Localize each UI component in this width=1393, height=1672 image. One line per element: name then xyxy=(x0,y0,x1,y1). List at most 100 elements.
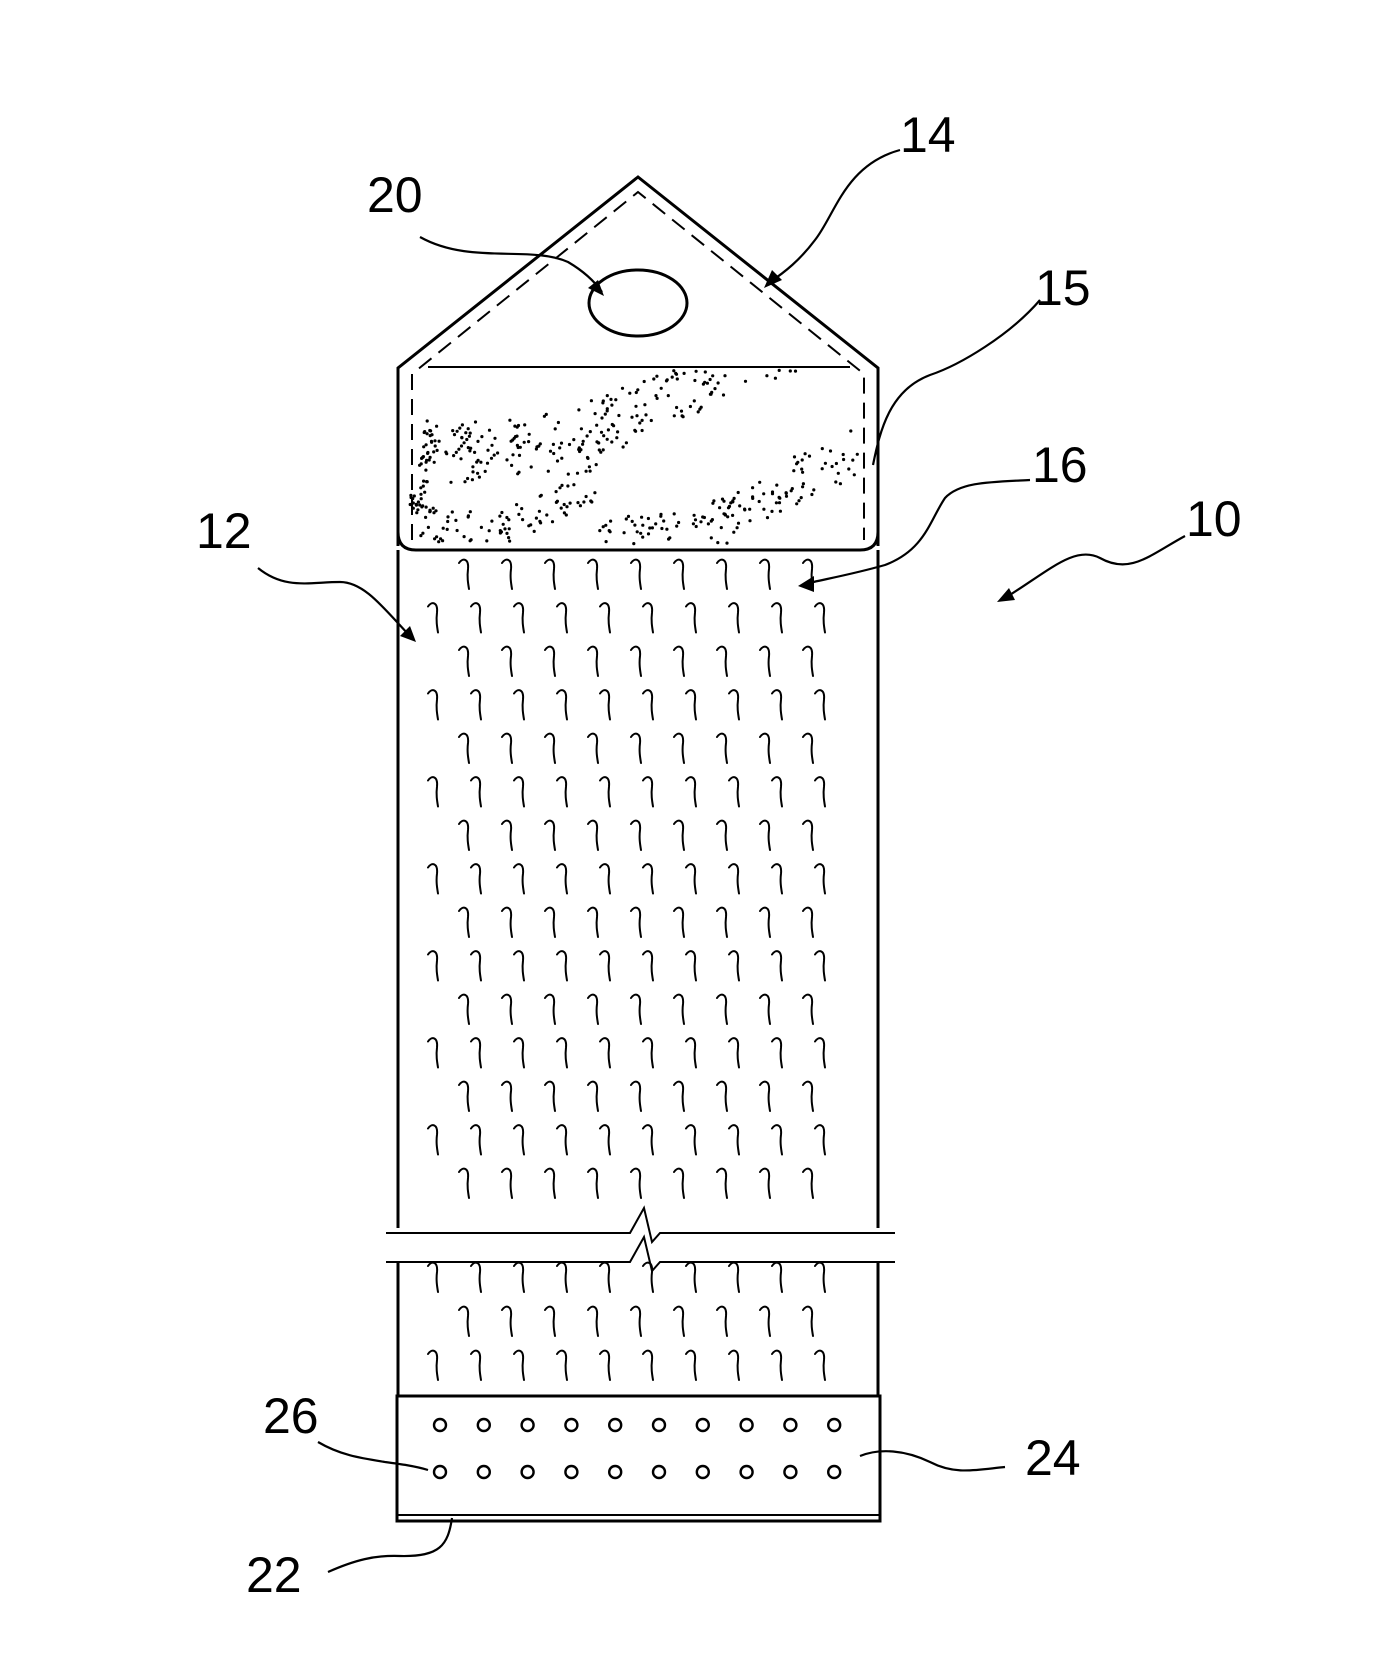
leader-10 xyxy=(1005,536,1185,598)
perforation-hole xyxy=(653,1419,665,1431)
fiber-mark xyxy=(588,908,598,937)
fiber-mark xyxy=(588,821,598,850)
leader-15 xyxy=(873,300,1040,465)
perforation-hole xyxy=(478,1466,490,1478)
perforation-hole xyxy=(609,1466,621,1478)
stipple-dot xyxy=(463,441,466,444)
fiber-mark xyxy=(674,1082,684,1111)
fiber-mark xyxy=(631,908,641,937)
fiber-mark xyxy=(428,1263,438,1292)
fiber-mark xyxy=(502,1082,512,1111)
stipple-dot xyxy=(758,500,761,503)
fiber-mark xyxy=(760,1082,770,1111)
stipple-dot xyxy=(552,443,555,446)
fiber-mark xyxy=(471,690,481,719)
stipple-dot xyxy=(463,480,466,483)
fiber-mark xyxy=(514,864,524,893)
stipple-dot xyxy=(423,431,426,434)
fiber-mark xyxy=(717,1169,727,1198)
fiber-mark xyxy=(674,1169,684,1198)
stipple-dot xyxy=(704,370,707,373)
mesh-fibers xyxy=(428,560,825,1380)
stipple-dot xyxy=(418,503,421,506)
fiber-mark xyxy=(729,864,739,893)
stipple-dot xyxy=(413,494,416,497)
top-panel-outline xyxy=(398,177,878,546)
stipple-dot xyxy=(488,529,491,532)
stipple-dot xyxy=(643,380,646,383)
fiber-mark xyxy=(502,1169,512,1198)
stipple-dot xyxy=(412,501,415,504)
stipple-dot xyxy=(609,398,612,401)
fiber-mark xyxy=(600,690,610,719)
stipple-dot xyxy=(458,427,461,430)
stipple-dot xyxy=(555,490,558,493)
fiber-mark xyxy=(514,951,524,980)
stipple-dot xyxy=(508,540,511,543)
fiber-mark xyxy=(514,603,524,632)
fiber-mark xyxy=(815,690,825,719)
stipple-dot xyxy=(479,461,482,464)
stipple-dot xyxy=(484,470,487,473)
fiber-mark xyxy=(772,864,782,893)
fiber-mark xyxy=(729,1038,739,1067)
stipple-dot xyxy=(480,435,483,438)
stipple-dot xyxy=(429,434,432,437)
stipple-dot xyxy=(673,512,676,515)
stipple-dot xyxy=(634,405,637,408)
fiber-mark xyxy=(643,1351,653,1380)
stipple-dot xyxy=(560,457,563,460)
stipple-dot xyxy=(486,462,489,465)
stipple-dot xyxy=(428,510,431,513)
stipple-dot xyxy=(453,433,456,436)
stipple-dot xyxy=(417,500,420,503)
stipple-dot xyxy=(839,482,842,485)
fiber-mark xyxy=(803,995,813,1024)
stipple-dot xyxy=(435,535,438,538)
fiber-mark xyxy=(514,1125,524,1154)
fiber-mark xyxy=(502,1307,512,1336)
stipple-dot xyxy=(842,453,845,456)
fiber-mark xyxy=(772,777,782,806)
stipple-dot xyxy=(647,517,650,520)
stipple-dot xyxy=(654,522,657,525)
stipple-dot xyxy=(543,415,546,418)
fiber-mark xyxy=(459,734,469,763)
stipple-dot xyxy=(585,495,588,498)
stipple-dot xyxy=(567,473,570,476)
fiber-mark xyxy=(760,734,770,763)
stipple-dot xyxy=(416,508,419,511)
fiber-mark xyxy=(631,1307,641,1336)
stipple-dot xyxy=(477,459,480,462)
fiber-mark xyxy=(600,777,610,806)
stipple-dot xyxy=(785,495,788,498)
fiber-mark xyxy=(729,777,739,806)
fiber-mark xyxy=(772,1038,782,1067)
stipple-dot xyxy=(774,377,777,380)
leader-22 xyxy=(328,1518,452,1572)
label-10: 10 xyxy=(1186,491,1242,547)
stipple-dot xyxy=(659,515,662,518)
stipple-dot xyxy=(422,480,425,483)
fiber-mark xyxy=(600,1351,610,1380)
fiber-mark xyxy=(631,821,641,850)
stipple-dot xyxy=(427,526,430,529)
stipple-dot xyxy=(563,511,566,514)
label-26: 26 xyxy=(263,1388,319,1444)
stipple-dot xyxy=(563,503,566,506)
stipple-dot xyxy=(722,393,725,396)
stipple-dot xyxy=(507,518,510,521)
stipple-dot xyxy=(680,410,683,413)
stipple-dot xyxy=(599,451,602,454)
stipple-dot xyxy=(469,447,472,450)
fiber-mark xyxy=(760,647,770,676)
stipple-dot xyxy=(693,379,696,382)
stipple-dot xyxy=(662,519,665,522)
stipple-dot xyxy=(511,453,514,456)
stipple-dot xyxy=(821,467,824,470)
stipple-dot xyxy=(434,509,437,512)
stipple-dot xyxy=(582,500,585,503)
stipple-dot xyxy=(503,527,506,530)
stipple-dot xyxy=(775,484,778,487)
stipple-dot xyxy=(490,457,493,460)
